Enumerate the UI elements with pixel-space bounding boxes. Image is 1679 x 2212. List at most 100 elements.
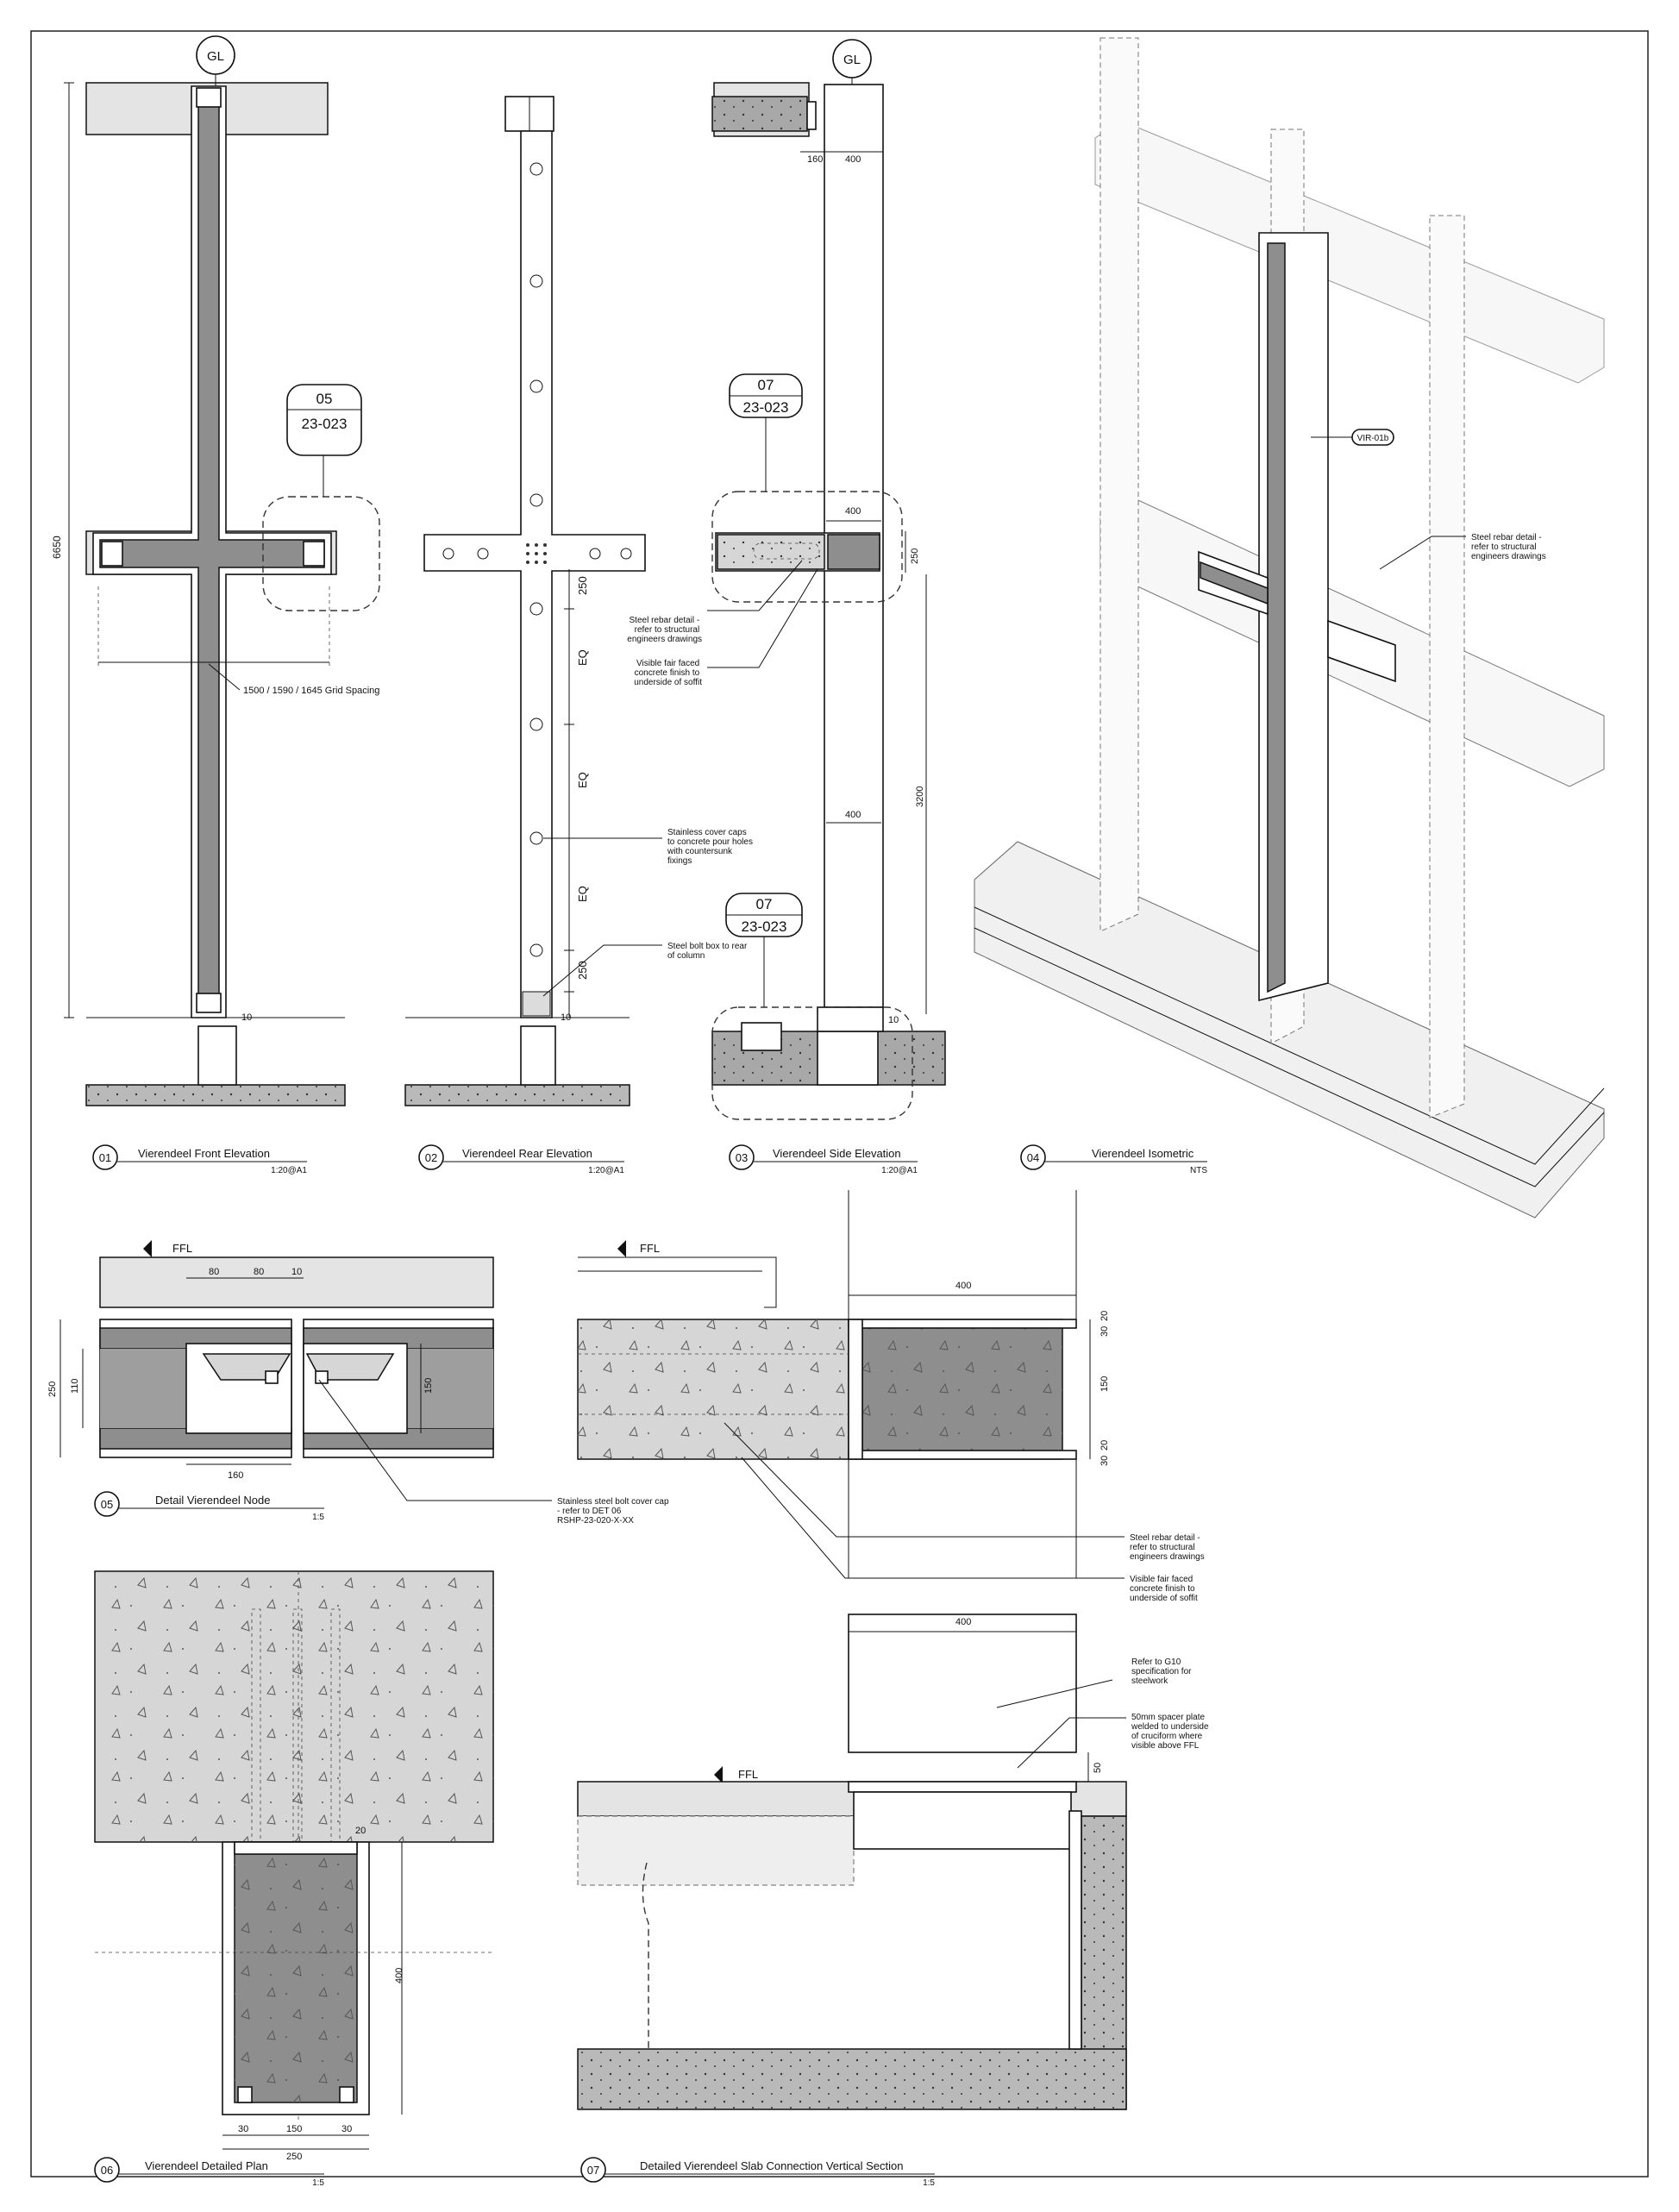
detailed-plan: 20 400 30 150 30 250 (94, 1570, 494, 2162)
title-06: 06 Vierendeel Detailed Plan 1:5 (94, 2157, 324, 2188)
svg-text:02: 02 (425, 1151, 437, 1164)
rear-cruciform (423, 130, 646, 1018)
svg-text:Detail Vierendeel Node: Detail Vierendeel Node (155, 1494, 270, 1507)
front-plinth (197, 1025, 237, 1086)
svg-text:06: 06 (101, 2164, 113, 2177)
svg-text:30: 30 (1099, 1326, 1110, 1337)
title-04: 04 Vierendeel Isometric NTS (1020, 1144, 1207, 1175)
svg-text:EQ: EQ (576, 649, 589, 666)
svg-text:30: 30 (341, 2124, 352, 2134)
callout-05-sheet: 23-023 (302, 416, 348, 432)
svg-text:01: 01 (99, 1151, 111, 1164)
svg-text:04: 04 (1027, 1151, 1039, 1164)
dim-front-height: 6650 (51, 536, 63, 559)
svg-text:400: 400 (955, 1617, 971, 1627)
svg-text:10: 10 (888, 1015, 899, 1025)
svg-text:EQ: EQ (576, 772, 589, 788)
svg-text:80: 80 (254, 1267, 264, 1277)
detail-node: FFL 80 80 10 250 110 150 160 Stainless s… (47, 1240, 671, 1526)
svg-text:30: 30 (238, 2124, 248, 2134)
rear-plinth (520, 1025, 556, 1086)
svg-text:NTS: NTS (1190, 1166, 1207, 1175)
svg-text:23-023: 23-023 (742, 918, 787, 935)
note-rebar-sec: Steel rebar detail - refer to structural… (1130, 1533, 1205, 1562)
svg-text:07: 07 (756, 896, 773, 912)
title-07: 07 Detailed Vierendeel Slab Connection V… (580, 2157, 935, 2188)
sheet-border (30, 30, 1649, 2178)
title-03: 03 Vierendeel Side Elevation 1:20@A1 (729, 1144, 918, 1175)
isometric-view: VIR-01b Steel rebar detail - refer to st… (974, 37, 1605, 1219)
vir-tag: VIR-01b (1357, 434, 1389, 443)
slab-section: FFL 400 30 20 150 20 30 Steel rebar deta… (577, 1190, 1205, 1603)
svg-text:30: 30 (1099, 1456, 1110, 1466)
note-grid-spacing: 1500 / 1590 / 1645 Grid Spacing (243, 686, 379, 696)
svg-text:20: 20 (1099, 1311, 1110, 1321)
svg-text:250: 250 (47, 1382, 58, 1397)
svg-text:20: 20 (355, 1826, 366, 1836)
svg-text:GL: GL (207, 49, 224, 64)
svg-text:1:20@A1: 1:20@A1 (588, 1166, 624, 1175)
side-node-cloud (711, 491, 903, 603)
note-cover-caps: Stainless cover caps to concrete pour ho… (667, 828, 755, 866)
note-fair-faced-sec: Visible fair faced concrete finish to un… (1130, 1575, 1198, 1603)
svg-text:400: 400 (394, 1968, 404, 1983)
svg-text:250: 250 (910, 548, 920, 564)
svg-text:400: 400 (845, 810, 861, 820)
svg-text:Vierendeel Side Elevation: Vierendeel Side Elevation (773, 1147, 901, 1160)
front-cruciform-core (99, 92, 325, 1012)
svg-text:160: 160 (807, 154, 823, 165)
svg-text:10: 10 (291, 1267, 302, 1277)
svg-text:250: 250 (576, 576, 589, 595)
svg-text:20: 20 (1099, 1440, 1110, 1451)
front-callout-cloud (262, 496, 380, 611)
note-rebar-side: Steel rebar detail - refer to structural… (627, 616, 702, 644)
svg-text:Vierendeel Rear Elevation: Vierendeel Rear Elevation (462, 1147, 592, 1160)
title-02: 02 Vierendeel Rear Elevation 1:20@A1 (418, 1144, 624, 1175)
svg-text:250: 250 (286, 2152, 302, 2162)
svg-text:EQ: EQ (576, 886, 589, 902)
callout-05-bubble (286, 384, 362, 456)
svg-text:05: 05 (101, 1498, 113, 1511)
note-spacer: 50mm spacer plate welded to underside of… (1131, 1713, 1211, 1751)
base-section: 400 Refer to G10 specification for steel… (577, 1614, 1211, 2110)
title-05: 05 Detail Vierendeel Node 1:5 (94, 1491, 324, 1522)
callout-05-number: 05 (316, 391, 333, 407)
svg-text:Vierendeel Front Elevation: Vierendeel Front Elevation (138, 1147, 270, 1160)
svg-text:Vierendeel Detailed Plan: Vierendeel Detailed Plan (145, 2159, 268, 2172)
svg-text:FFL: FFL (172, 1242, 192, 1255)
svg-text:03: 03 (736, 1151, 748, 1164)
svg-text:400: 400 (955, 1281, 971, 1291)
svg-text:50: 50 (1093, 1763, 1103, 1773)
rear-elevation: 250 EQ EQ EQ 250 10 Stainless cover caps… (404, 96, 755, 1106)
note-rebar-iso: Steel rebar detail - refer to structural… (1471, 533, 1546, 561)
note-fair-faced-side: Visible fair faced concrete finish to un… (634, 659, 702, 687)
svg-text:160: 160 (228, 1470, 243, 1481)
svg-text:400: 400 (845, 154, 861, 165)
svg-text:07: 07 (758, 377, 774, 393)
note-bolt-box: Steel bolt box to rear of column (667, 942, 749, 961)
svg-text:Vierendeel Isometric: Vierendeel Isometric (1092, 1147, 1194, 1160)
svg-text:FFL: FFL (738, 1768, 758, 1781)
svg-text:1:5: 1:5 (312, 1513, 324, 1522)
svg-text:Detailed Vierendeel Slab Conne: Detailed Vierendeel Slab Connection Vert… (640, 2159, 903, 2172)
svg-text:3200: 3200 (915, 786, 925, 807)
svg-text:23-023: 23-023 (743, 399, 789, 416)
note-bolt-cap: Stainless steel bolt cover cap - refer t… (557, 1497, 671, 1526)
side-elevation: 07 23-023 GL 160 400 400 250 400 3200 10… (627, 39, 946, 1120)
svg-text:110: 110 (70, 1378, 80, 1394)
svg-text:1:20@A1: 1:20@A1 (881, 1166, 918, 1175)
note-g10: Refer to G10 specification for steelwork (1131, 1657, 1193, 1686)
svg-text:150: 150 (423, 1378, 434, 1394)
svg-text:80: 80 (209, 1267, 219, 1277)
title-blocks-row1: 01 Vierendeel Front Elevation 1:20@A1 02… (92, 1144, 1207, 1175)
svg-text:150: 150 (286, 2124, 302, 2134)
title-01: 01 Vierendeel Front Elevation 1:20@A1 (92, 1144, 307, 1175)
svg-text:1:5: 1:5 (923, 2178, 935, 2188)
side-base-cloud (711, 1006, 913, 1120)
front-elevation: 6650 10 1500 / 1590 / 1645 Grid Spacing … (51, 35, 380, 1106)
svg-text:FFL: FFL (640, 1242, 660, 1255)
svg-text:150: 150 (1099, 1376, 1110, 1392)
svg-text:1:20@A1: 1:20@A1 (271, 1166, 307, 1175)
